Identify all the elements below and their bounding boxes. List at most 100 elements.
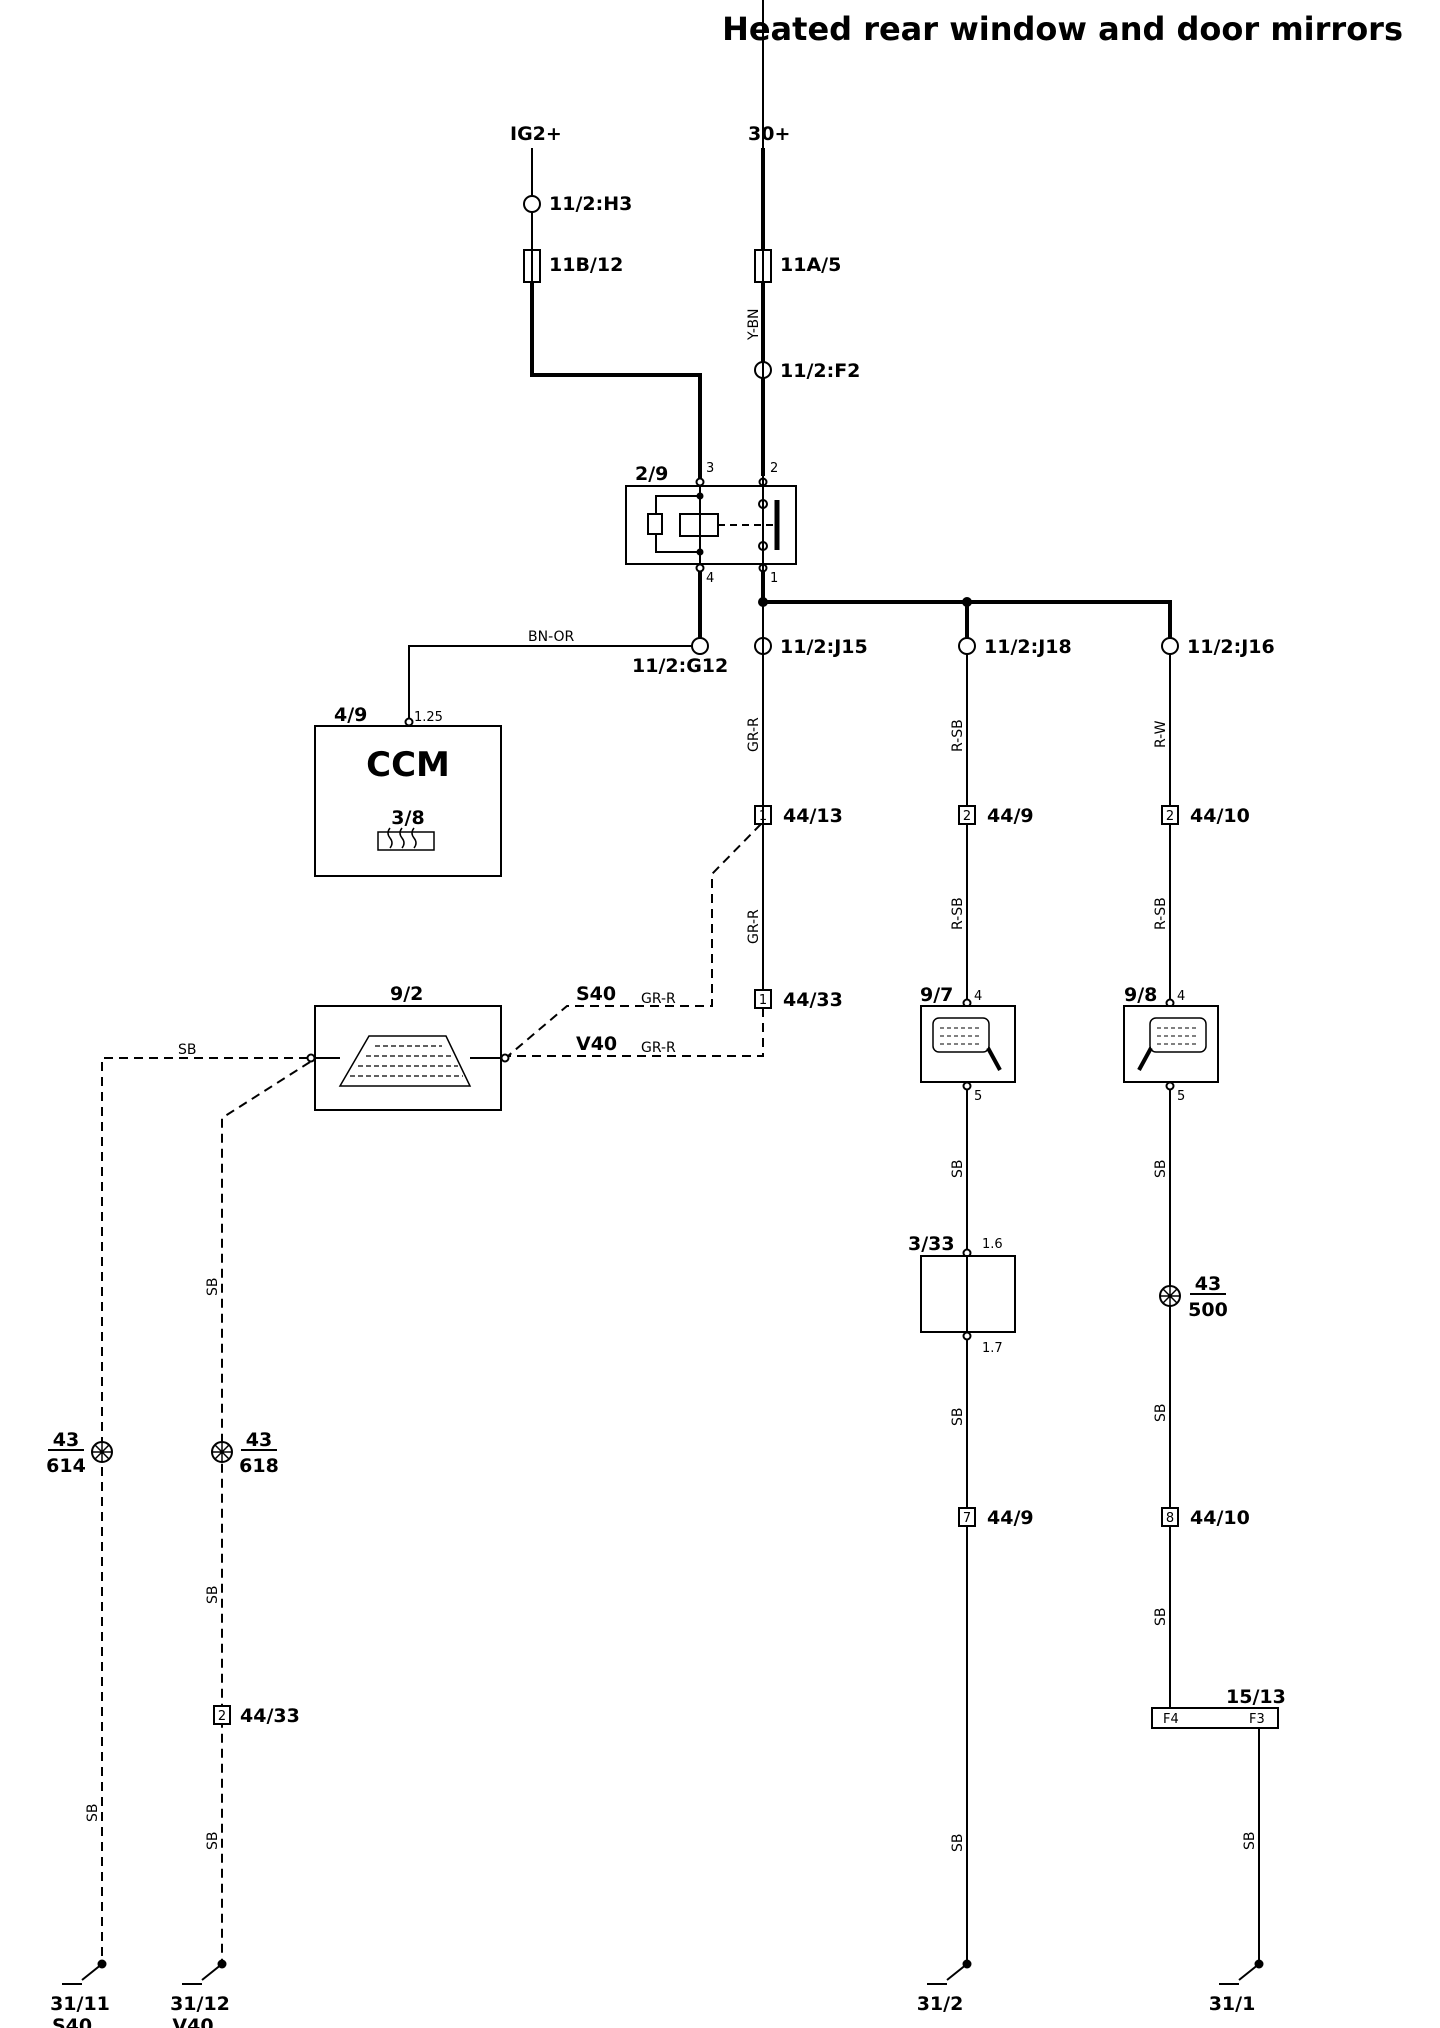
wire-color-rsb-2: R-SB (950, 897, 966, 930)
connector-f2-label: 11/2:F2 (780, 360, 860, 382)
svg-text:1.7: 1.7 (982, 1341, 1003, 1356)
ground-3112-label: 31/12 (170, 1993, 230, 2015)
wire-color-sb-2: SB (205, 1278, 221, 1297)
supply-ig2-label: IG2+ (510, 123, 562, 145)
wire-sb-614 (101, 1057, 308, 1960)
mirror-right-icon (1137, 1017, 1207, 1071)
wire-color-sb-1: SB (178, 1042, 197, 1058)
module-333-id: 3/33 (908, 1233, 955, 1255)
ground-3111-icon (62, 1959, 107, 1985)
junction-614 (91, 1441, 113, 1463)
mirror-left-icon (932, 1017, 1002, 1071)
wire-color-bnor: BN-OR (528, 629, 575, 645)
rear-window-icon (338, 1035, 472, 1087)
ground-312-icon (927, 1959, 972, 1985)
svg-text:43: 43 (53, 1429, 79, 1451)
connector-h3-label: 11/2:H3 (549, 193, 632, 215)
wire-color-sb-11: SB (1153, 1608, 1169, 1627)
wire-color-sb-8: SB (950, 1834, 966, 1853)
supply-30-label: 30+ (748, 123, 790, 145)
wire-color-grr-2: GR-R (746, 909, 762, 944)
splice-449a-label: 44/9 (987, 805, 1034, 827)
svg-text:1: 1 (770, 571, 778, 586)
svg-text:4: 4 (706, 571, 714, 586)
connector-j18 (958, 637, 976, 655)
mirror-right-id: 9/8 (1124, 984, 1157, 1006)
connector-j16-label: 11/2:J16 (1187, 636, 1275, 658)
ground-311-icon (1219, 1959, 1264, 1985)
svg-text:43: 43 (246, 1429, 272, 1451)
wire-color-grr-1: GR-R (746, 717, 762, 752)
connector-g12-label: 11/2:G12 (632, 655, 728, 677)
svg-text:618: 618 (239, 1455, 279, 1477)
svg-text:2: 2 (770, 461, 778, 476)
ground-312-label: 31/2 (917, 1993, 964, 2015)
wire-color-sb-9: SB (1153, 1160, 1169, 1179)
ccm-pin: 1.25 (414, 710, 443, 725)
fuse-11b12-label: 11B/12 (549, 254, 623, 276)
svg-text:43: 43 (1195, 1273, 1221, 1295)
wire-color-grr-4: GR-R (641, 1040, 676, 1056)
svg-text:2: 2 (963, 809, 971, 824)
connector-g12 (691, 637, 709, 655)
wire-color-rsb-3: R-SB (1153, 897, 1169, 930)
wire-color-sb-7: SB (950, 1408, 966, 1427)
splice-4413-label: 44/13 (783, 805, 843, 827)
svg-text:2: 2 (218, 1709, 226, 1724)
wire-color-rsb-1: R-SB (950, 719, 966, 752)
diagram-title: Heated rear window and door mirrors (722, 10, 1403, 48)
ccm-module (314, 725, 502, 877)
relay-resistor (647, 513, 663, 535)
splice-4433b (213, 1705, 231, 1725)
wire-v40-dashed (506, 1008, 764, 1057)
wire-color-sb-5: SB (205, 1832, 221, 1851)
module-1513-id: 15/13 (1226, 1686, 1286, 1708)
svg-text:5: 5 (1177, 1089, 1185, 1104)
wire-color-sb-10: SB (1153, 1404, 1169, 1423)
connector-h3 (523, 195, 541, 213)
wire-color-ybn: Y-BN (746, 308, 762, 341)
splice-449b-label: 44/9 (987, 1507, 1034, 1529)
svg-text:5: 5 (974, 1089, 982, 1104)
ccm-id: 4/9 (334, 704, 367, 726)
svg-text:3: 3 (706, 461, 714, 476)
wire-color-grr-3: GR-R (641, 991, 676, 1007)
mirror-left-id: 9/7 (920, 984, 953, 1006)
wire-color-sb-12: SB (1242, 1832, 1258, 1851)
junction-618 (211, 1441, 233, 1463)
ccm-symbol-id: 3/8 (391, 807, 424, 829)
wire-output-bus (763, 600, 1172, 638)
wire-color-rw: R-W (1153, 720, 1169, 748)
svg-text:1.6: 1.6 (982, 1237, 1003, 1252)
splice-4410b-label: 44/10 (1190, 1507, 1250, 1529)
svg-text:V40: V40 (172, 2015, 213, 2028)
ground-3111-label: 31/11 (50, 1993, 110, 2015)
svg-text:F4: F4 (1163, 1712, 1179, 1727)
connector-j16 (1161, 637, 1179, 655)
svg-text:4: 4 (974, 989, 982, 1004)
svg-text:7: 7 (963, 1511, 971, 1526)
splice-4410a-label: 44/10 (1190, 805, 1250, 827)
svg-text:2: 2 (1166, 809, 1174, 824)
rear-window-v40-label: V40 (576, 1033, 617, 1055)
wire-g12-to-ccm (408, 645, 692, 718)
fuse-11a5-label: 11A/5 (780, 254, 841, 276)
rear-window-id: 9/2 (390, 983, 423, 1005)
svg-text:500: 500 (1188, 1299, 1228, 1321)
module-1513 (1151, 1707, 1279, 1729)
wire-s40-dashed (507, 823, 762, 1057)
wire-color-sb-3: SB (205, 1586, 221, 1605)
wire-sb-618 (221, 1061, 311, 1960)
ground-3112-icon (182, 1959, 227, 1985)
wire-ig2-to-relay (530, 282, 702, 478)
svg-text:614: 614 (46, 1455, 86, 1477)
ccm-name: CCM (366, 745, 450, 785)
svg-text:8: 8 (1166, 1511, 1174, 1526)
junction-500 (1159, 1285, 1181, 1307)
connector-j15-label: 11/2:J15 (780, 636, 868, 658)
svg-text:S40: S40 (52, 2015, 92, 2028)
ground-311-label: 31/1 (1209, 1993, 1256, 2015)
splice-4433b-label: 44/33 (240, 1705, 300, 1727)
wire-color-sb-6: SB (950, 1160, 966, 1179)
